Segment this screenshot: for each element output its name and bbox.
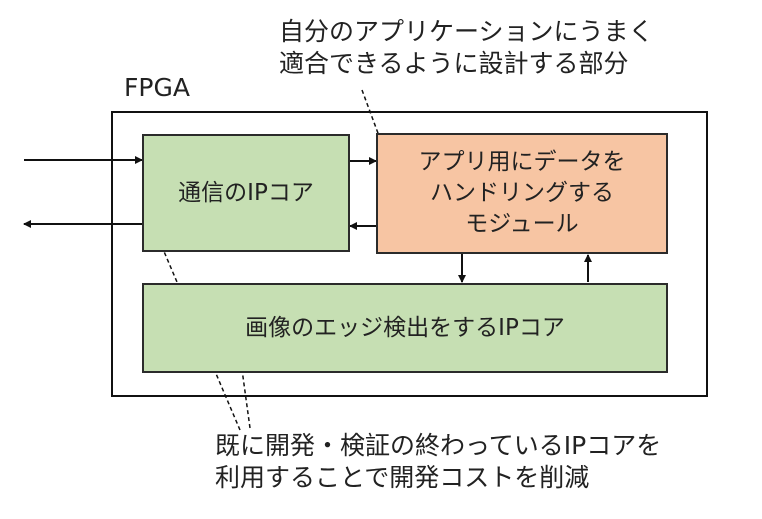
top-note: 自分のアプリケーションにうまく 適合できるように設計する部分: [279, 16, 654, 80]
fpga-frame: [111, 111, 708, 397]
bottom-note-line-1: 既に開発・検証の終わっているIPコアを: [215, 431, 662, 460]
top-note-line-1: 自分のアプリケーションにうまく: [279, 17, 654, 46]
edge-ip-block: 画像のエッジ検出をするIPコア: [142, 283, 668, 373]
fpga-label: FPGA: [124, 73, 190, 102]
top-note-leader: [361, 89, 384, 145]
app-module-block: アプリ用にデータを ハンドリングする モジュール: [376, 133, 668, 254]
app-module-line-3: モジュール: [465, 211, 579, 237]
app-module-line-1: アプリ用にデータを: [418, 149, 626, 175]
bottom-note-leader-1: [153, 227, 241, 431]
top-note-line-2: 適合できるように設計する部分: [279, 49, 629, 78]
bottom-note-line-2: 利用することで開発コストを削減: [215, 463, 590, 492]
bottom-note: 既に開発・検証の終わっているIPコアを 利用することで開発コストを削減: [215, 430, 661, 494]
app-module-line-2: ハンドリングする: [430, 180, 614, 206]
comm-ip-block: 通信のIPコア: [142, 134, 350, 252]
comm-ip-label: 通信のIPコア: [178, 179, 314, 206]
edge-ip-label: 画像のエッジ検出をするIPコア: [245, 314, 565, 341]
bottom-note-leader-2: [236, 354, 251, 429]
